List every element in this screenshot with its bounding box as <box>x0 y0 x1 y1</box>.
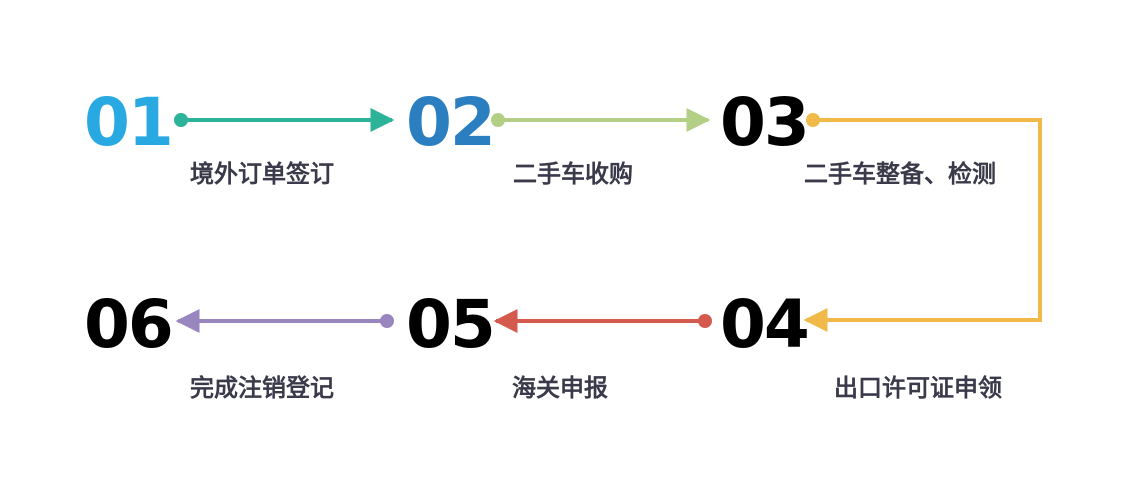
step-01-number: 01 <box>84 84 174 161</box>
step-06-number: 06 <box>84 286 174 363</box>
step-02-number: 02 <box>406 84 496 161</box>
step-04-label: 出口许可证申领 <box>834 374 1002 402</box>
step-05-number: 05 <box>406 286 496 363</box>
step-02-label: 二手车收购 <box>513 160 633 188</box>
step-03-number: 03 <box>720 84 810 161</box>
connector-04-05 <box>493 309 712 333</box>
step-06-label: 完成注销登记 <box>190 374 334 402</box>
step-01-label: 境外订单签订 <box>190 160 334 188</box>
step-04-number: 04 <box>720 286 810 363</box>
connector-03-04 <box>803 113 1042 332</box>
connector-03-04-arrow <box>803 118 1042 332</box>
connector-02-03 <box>491 108 711 132</box>
connector-01-02 <box>174 108 395 132</box>
step-03-label: 二手车整备、检测 <box>804 160 996 188</box>
step-05-label: 海关申报 <box>512 374 608 402</box>
connector-05-06 <box>175 309 394 333</box>
